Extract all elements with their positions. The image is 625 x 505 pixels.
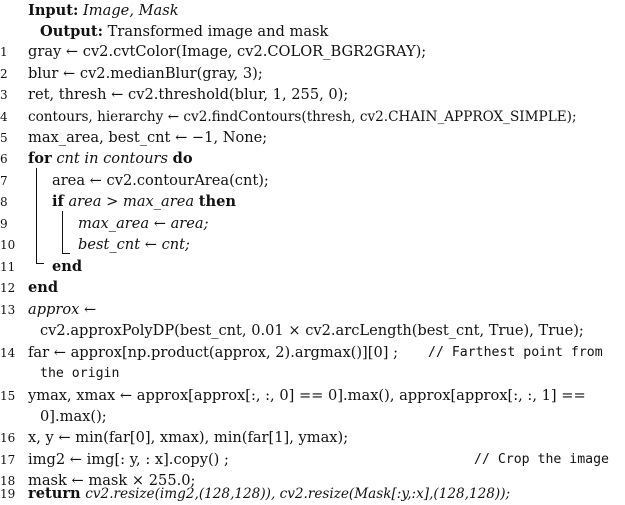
code-line: 18 mask ← mask × 255.0; [0, 470, 625, 492]
line-number: 13 [0, 303, 16, 317]
line-number: 8 [0, 195, 8, 209]
code-line-continuation: the origin [0, 363, 625, 385]
keyword: if [52, 193, 64, 210]
code-line: 2 blur ← cv2.medianBlur(gray, 3); [0, 63, 625, 85]
line-number: 17 [0, 453, 16, 467]
code-text: far ← approx[np.product(approx, 2).argma… [28, 344, 398, 361]
keyword: end [52, 258, 83, 275]
code-text: approx ← [28, 301, 97, 318]
code-line: 17 img2 ← img[: y, : x].copy() ; // Crop… [0, 449, 625, 471]
for-block-hook [36, 263, 44, 264]
line-number: 4 [0, 110, 8, 124]
code-line: 9 max_area ← area; [0, 213, 625, 235]
code-line: 13 approx ← [0, 299, 625, 321]
code-line: 14 far ← approx[np.product(approx, 2).ar… [0, 342, 625, 364]
keyword: do [172, 150, 193, 167]
code-line-continuation: cv2.approxPolyDP(best_cnt, 0.01 × cv2.ar… [0, 320, 625, 342]
keyword: for [28, 150, 52, 167]
line-number: 11 [0, 260, 16, 274]
code-line: 10 best_cnt ← cnt; [0, 234, 625, 256]
if-block-hook [62, 253, 70, 254]
code-line: 12 end [0, 277, 625, 299]
code-text: mask ← mask × 255.0; [28, 472, 196, 489]
code-text: best_cnt ← cnt; [78, 236, 190, 253]
output-line: Output: Transformed image and mask [40, 21, 328, 43]
code-text: contours, hierarchy ← cv2.findContours(t… [28, 109, 577, 125]
code-text: ymax, xmax ← approx[approx[:, :, 0] == 0… [28, 387, 586, 404]
code-text: img2 ← img[: y, : x].copy() ; [28, 451, 229, 468]
code-text: cv2.approxPolyDP(best_cnt, 0.01 × cv2.ar… [40, 322, 584, 339]
input-value: Image, Mask [83, 2, 179, 19]
comment: the origin [40, 366, 120, 381]
code-text: blur ← cv2.medianBlur(gray, 3); [28, 65, 263, 82]
keyword: return [28, 485, 81, 502]
output-value: Transformed image and mask [107, 23, 329, 40]
code-text: max_area, best_cnt ← −1, None; [28, 129, 268, 146]
keyword: end [28, 279, 59, 296]
output-label: Output: [40, 23, 104, 40]
keyword: then [198, 193, 236, 210]
code-line: 1 gray ← cv2.cvtColor(Image, cv2.COLOR_B… [0, 41, 625, 63]
comment: // Farthest point from [428, 345, 603, 360]
line-number: 6 [0, 152, 8, 166]
code-line: 19 return cv2.resize(img2,(128,128)), cv… [0, 483, 625, 505]
code-text: ret, thresh ← cv2.threshold(blur, 1, 255… [28, 86, 349, 103]
line-number: 14 [0, 346, 16, 360]
code-text: area > max_area [68, 193, 195, 210]
code-line: 11 end [0, 256, 625, 278]
code-text: cv2.resize(img2,(128,128)), cv2.resize(M… [85, 486, 511, 502]
code-line: 15 ymax, xmax ← approx[approx[:, :, 0] =… [0, 385, 625, 407]
line-number: 1 [0, 45, 8, 59]
code-line: 6 for cnt in contours do [0, 148, 625, 170]
code-line: 5 max_area, best_cnt ← −1, None; [0, 127, 625, 149]
line-number: 15 [0, 389, 16, 403]
code-text: gray ← cv2.cvtColor(Image, cv2.COLOR_BGR… [28, 43, 427, 60]
line-number: 5 [0, 131, 8, 145]
code-text: max_area ← area; [78, 215, 209, 232]
code-text: area ← cv2.contourArea(cnt); [52, 172, 269, 189]
comment: // Crop the image [474, 452, 609, 467]
code-text: cnt in contours [56, 150, 168, 167]
code-line: 16 x, y ← min(far[0], xmax), min(far[1],… [0, 427, 625, 449]
line-number: 18 [0, 474, 16, 488]
code-line-continuation: 0].max(); [0, 406, 625, 428]
input-label: Input: [28, 2, 79, 19]
code-line: 4 contours, hierarchy ← cv2.findContours… [0, 106, 625, 128]
line-number: 9 [0, 217, 8, 231]
code-text: x, y ← min(far[0], xmax), min(far[1], ym… [28, 429, 349, 446]
code-line: 7 area ← cv2.contourArea(cnt); [0, 170, 625, 192]
line-number: 16 [0, 431, 16, 445]
code-line: 8 if area > max_area then [0, 191, 625, 213]
for-block-bar [36, 168, 37, 263]
if-block-bar [62, 211, 63, 253]
line-number: 12 [0, 281, 16, 295]
code-line: 3 ret, thresh ← cv2.threshold(blur, 1, 2… [0, 84, 625, 106]
line-number: 7 [0, 174, 8, 188]
line-number: 19 [0, 487, 16, 501]
line-number: 10 [0, 238, 16, 252]
code-text: 0].max(); [40, 408, 107, 425]
line-number: 2 [0, 67, 8, 81]
line-number: 3 [0, 88, 8, 102]
input-line: Input: Image, Mask [28, 0, 179, 22]
